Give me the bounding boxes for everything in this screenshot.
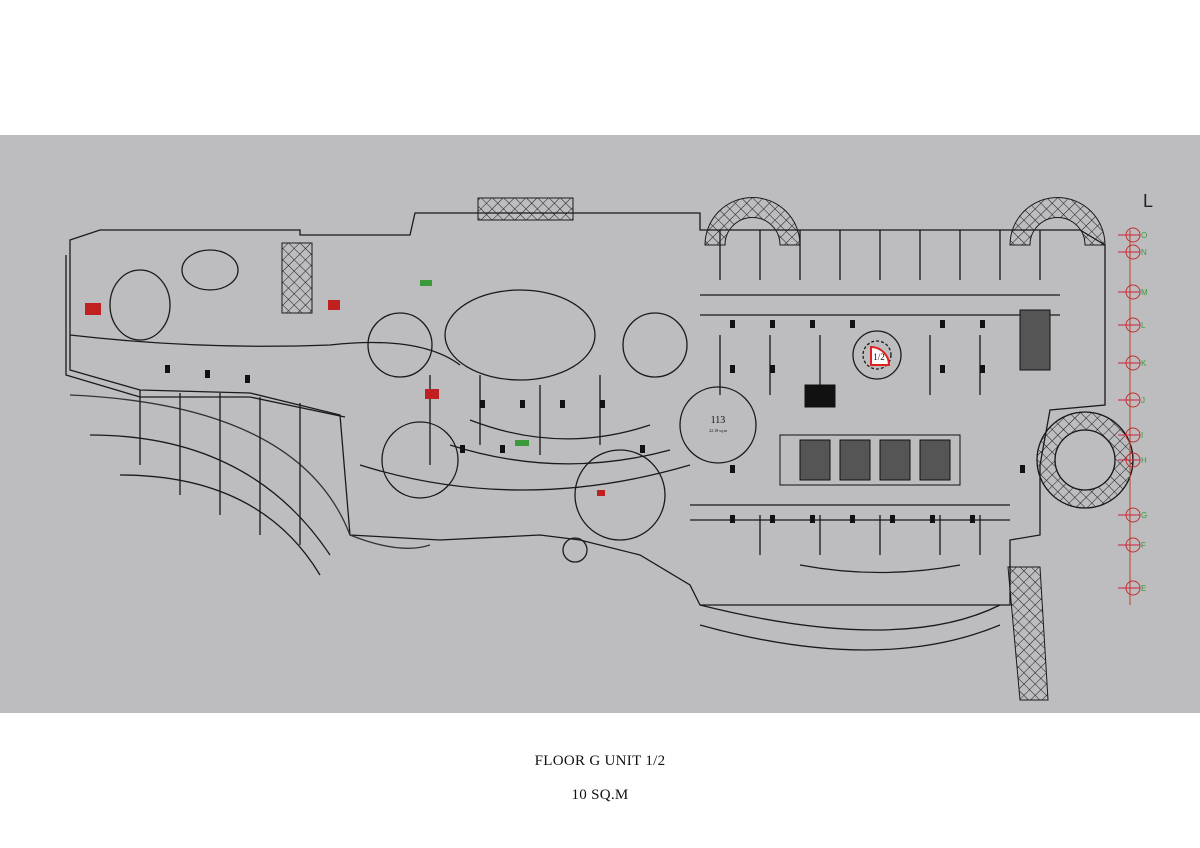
grid-axis-label: O	[1141, 231, 1147, 240]
grid-axis-label: K	[1141, 359, 1147, 368]
column	[165, 365, 170, 373]
column	[730, 515, 735, 523]
grid-axis-bubble: L	[1118, 317, 1146, 333]
column	[980, 365, 985, 373]
grid-axis-bubble: G	[1118, 507, 1147, 523]
grid-axis-bubble: O	[1118, 227, 1147, 243]
column	[850, 320, 855, 328]
column	[940, 365, 945, 373]
column	[890, 515, 895, 523]
node-label: 113	[711, 415, 726, 426]
column	[850, 515, 855, 523]
column	[500, 445, 505, 453]
column	[640, 445, 645, 453]
grid-axis: ON M L K J I H G F E L	[1118, 191, 1153, 605]
column	[730, 320, 735, 328]
column	[480, 400, 485, 408]
grid-axis-label: G	[1141, 511, 1147, 520]
grid-axis-label: J	[1141, 396, 1145, 405]
grid-axis-label: F	[1141, 541, 1146, 550]
grid-axis-label: I	[1141, 431, 1143, 440]
column	[980, 320, 985, 328]
column	[970, 515, 975, 523]
column	[560, 400, 565, 408]
grid-axis-bubble: J	[1118, 392, 1145, 408]
grid-axis-bubble: N	[1118, 244, 1147, 260]
column	[600, 400, 605, 408]
grid-axis-bubble: K	[1118, 355, 1147, 371]
hatched-areas	[281, 197, 1134, 701]
column	[770, 365, 775, 373]
column	[770, 320, 775, 328]
grid-axis-bubble: M	[1118, 284, 1148, 300]
column	[1020, 465, 1025, 473]
column	[730, 465, 735, 473]
column	[245, 375, 250, 383]
grid-axis-bubble: H	[1118, 452, 1147, 468]
grid-axis-bubble: E	[1118, 580, 1146, 596]
food-court-blocks	[779, 309, 1051, 486]
grid-axis-label: N	[1141, 248, 1147, 257]
grid-axis-label: M	[1141, 288, 1148, 297]
column	[460, 445, 465, 453]
column	[205, 370, 210, 378]
column	[810, 320, 815, 328]
column	[520, 400, 525, 408]
stair-markers	[85, 280, 605, 496]
columns	[165, 320, 1025, 523]
column	[730, 365, 735, 373]
grid-axis-label: E	[1141, 584, 1146, 593]
grid-axis-label: H	[1141, 456, 1147, 465]
grid-axis-bubble: F	[1118, 537, 1146, 553]
grid-axis-label: L	[1141, 321, 1146, 330]
grid-axis-bubble: I	[1118, 427, 1143, 443]
column	[810, 515, 815, 523]
column	[770, 515, 775, 523]
floor-plan-svg: ON M L K J I H G F E L 113 22.18 sq.m 1/2	[65, 191, 1153, 701]
building-outline	[65, 212, 1134, 651]
caption-area: 10 SQ.M	[571, 787, 629, 803]
column	[930, 515, 935, 523]
column	[940, 320, 945, 328]
highlighted-unit-1-2[interactable]: 1/2	[870, 345, 891, 366]
corner-mark: L	[1143, 191, 1153, 211]
unit-label: 1/2	[873, 352, 885, 362]
node-sublabel: 22.18 sq.m	[709, 428, 728, 433]
caption-title: FLOOR G UNIT 1/2	[534, 753, 666, 769]
